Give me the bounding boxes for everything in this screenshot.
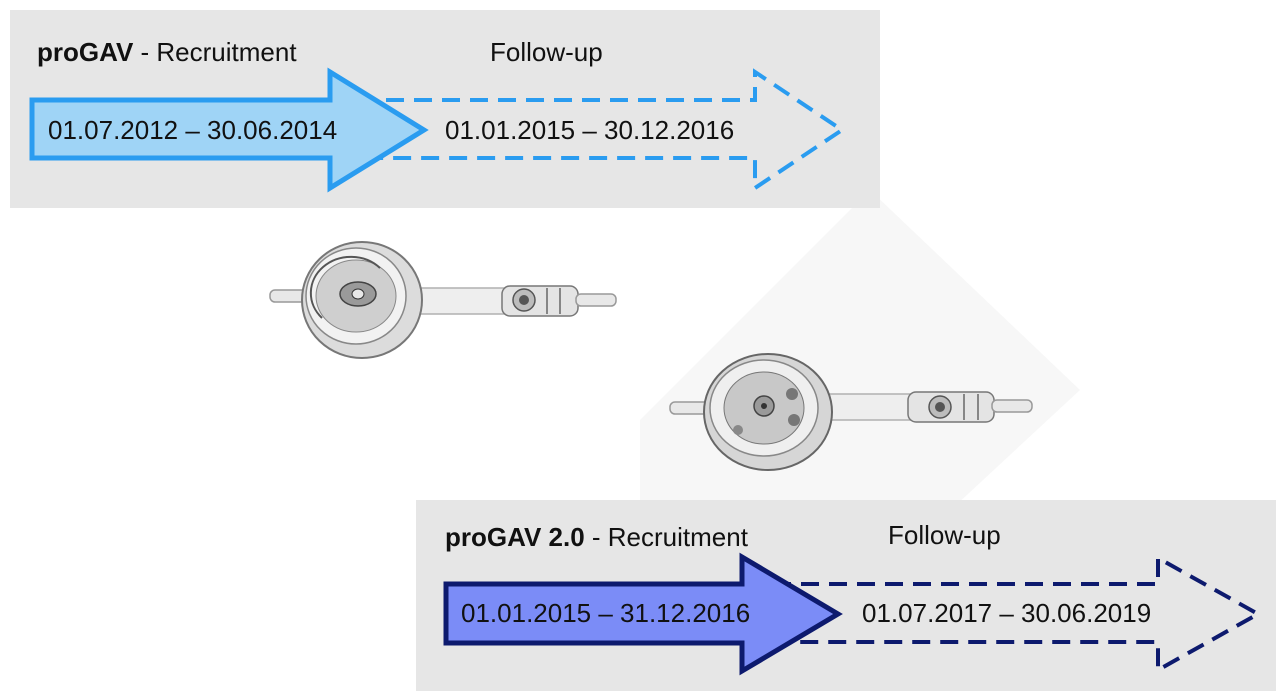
followup-label: Follow-up — [490, 37, 603, 67]
followup-period-2: 01.07.2017 – 30.06.2019 — [862, 598, 1152, 628]
progav-2-title: proGAV 2.0 - Recruitment — [445, 522, 748, 553]
progav-valve-icon — [269, 241, 617, 359]
study-name: proGAV 2.0 — [445, 522, 585, 552]
recruitment-arrow-1 — [29, 67, 429, 193]
recruitment-period-2: 01.01.2015 – 31.12.2016 — [461, 598, 751, 628]
phase-label: - Recruitment — [133, 37, 297, 67]
progav-2-valve-icon — [669, 353, 1033, 471]
progav-timeline-panel: proGAV - Recruitment Follow-up — [10, 10, 880, 208]
recruitment-arrow-2 — [443, 552, 843, 676]
phase-label: - Recruitment — [584, 522, 748, 552]
followup-period-1: 01.01.2015 – 30.12.2016 — [445, 115, 735, 145]
followup-arrow-2 — [743, 554, 1263, 674]
followup-label: Follow-up — [888, 520, 1001, 550]
recruitment-period-1: 01.07.2012 – 30.06.2014 — [48, 115, 338, 145]
followup-arrow-1 — [328, 68, 846, 192]
study-name: proGAV — [37, 37, 134, 67]
progav-title: proGAV - Recruitment — [37, 37, 297, 68]
